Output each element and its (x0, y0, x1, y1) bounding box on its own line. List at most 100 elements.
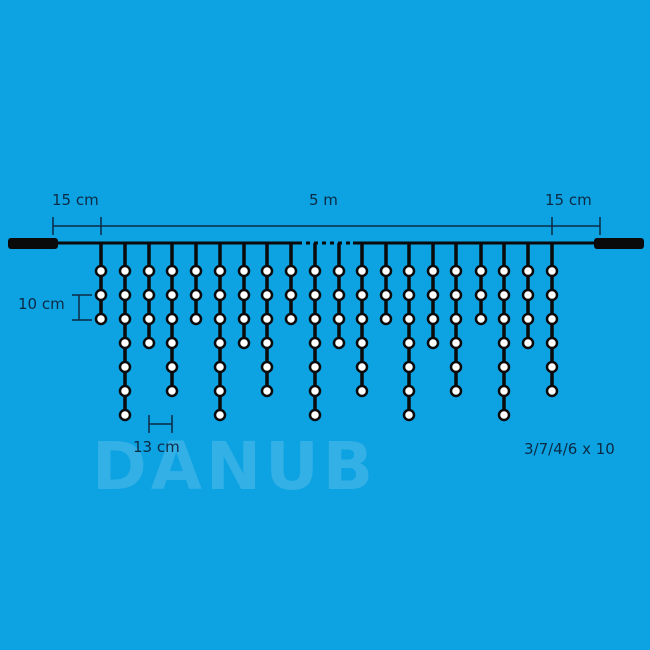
led-bulb (402, 288, 416, 302)
led-bulb (165, 360, 179, 374)
led-bulb (449, 264, 463, 278)
led-bulb (118, 264, 132, 278)
led-bulb (308, 288, 322, 302)
led-bulb (474, 264, 488, 278)
led-bulb (545, 264, 559, 278)
led-bulb (355, 336, 369, 350)
led-bulb (189, 288, 203, 302)
led-bulb (402, 384, 416, 398)
horizontal-spacing-label: 13 cm (133, 438, 180, 456)
led-bulb (213, 336, 227, 350)
right-plug (594, 238, 644, 249)
led-bulb (94, 288, 108, 302)
led-bulb (284, 288, 298, 302)
led-bulb (332, 288, 346, 302)
led-bulb (426, 336, 440, 350)
led-bulb (332, 336, 346, 350)
led-bulb (449, 384, 463, 398)
led-bulb (213, 264, 227, 278)
led-bulb (497, 360, 511, 374)
pattern-label: 3/7/4/6 x 10 (524, 440, 615, 458)
right-margin-label: 15 cm (545, 191, 592, 209)
led-bulb (449, 312, 463, 326)
led-bulb (308, 336, 322, 350)
led-bulb (165, 312, 179, 326)
led-bulb (237, 288, 251, 302)
led-bulb (402, 360, 416, 374)
led-bulb (189, 312, 203, 326)
led-bulb (355, 288, 369, 302)
led-bulb (118, 360, 132, 374)
total-length-label: 5 m (309, 191, 338, 209)
led-bulb (213, 288, 227, 302)
led-bulb (142, 312, 156, 326)
led-bulb (165, 336, 179, 350)
led-bulb (521, 312, 535, 326)
led-bulb (426, 288, 440, 302)
led-bulb (521, 336, 535, 350)
led-bulb (118, 288, 132, 302)
led-bulb (426, 312, 440, 326)
led-bulb (545, 384, 559, 398)
led-bulb (213, 312, 227, 326)
led-bulb (355, 384, 369, 398)
led-bulb (213, 408, 227, 422)
led-bulb (260, 336, 274, 350)
led-bulb (497, 408, 511, 422)
led-bulb (237, 264, 251, 278)
led-bulb (379, 264, 393, 278)
led-bulb (402, 408, 416, 422)
led-bulb (260, 384, 274, 398)
led-bulb (308, 312, 322, 326)
led-bulb (521, 264, 535, 278)
led-bulb (497, 312, 511, 326)
led-bulb (94, 264, 108, 278)
led-bulb (308, 384, 322, 398)
left-plug (8, 238, 58, 249)
led-bulb (142, 264, 156, 278)
led-bulb (189, 264, 203, 278)
led-bulb (308, 360, 322, 374)
led-bulb (449, 360, 463, 374)
led-bulb (260, 312, 274, 326)
led-bulb (497, 288, 511, 302)
led-bulb (94, 312, 108, 326)
led-bulb (402, 264, 416, 278)
led-bulb (213, 384, 227, 398)
led-bulb (237, 336, 251, 350)
led-bulb (118, 408, 132, 422)
led-bulb (260, 360, 274, 374)
led-bulb (402, 336, 416, 350)
led-bulb (449, 336, 463, 350)
led-bulb (355, 312, 369, 326)
led-bulb (118, 384, 132, 398)
led-bulb (355, 264, 369, 278)
led-bulb (402, 312, 416, 326)
led-bulb (332, 264, 346, 278)
led-bulb (449, 288, 463, 302)
led-bulb (521, 288, 535, 302)
led-bulb (260, 288, 274, 302)
led-bulb (355, 360, 369, 374)
led-bulb (545, 288, 559, 302)
led-bulb (142, 288, 156, 302)
led-bulb (545, 336, 559, 350)
led-bulb (379, 288, 393, 302)
led-bulb (497, 384, 511, 398)
led-bulb (545, 312, 559, 326)
led-bulb (165, 384, 179, 398)
led-bulb (308, 408, 322, 422)
led-bulb (497, 336, 511, 350)
led-bulb (118, 312, 132, 326)
led-bulb (284, 312, 298, 326)
led-bulb (284, 264, 298, 278)
led-bulb (308, 264, 322, 278)
led-bulb (497, 264, 511, 278)
led-bulb (545, 360, 559, 374)
led-bulb (165, 264, 179, 278)
left-margin-label: 15 cm (52, 191, 99, 209)
vertical-spacing-label: 10 cm (18, 295, 65, 313)
led-bulb (213, 360, 227, 374)
led-bulb (260, 264, 274, 278)
